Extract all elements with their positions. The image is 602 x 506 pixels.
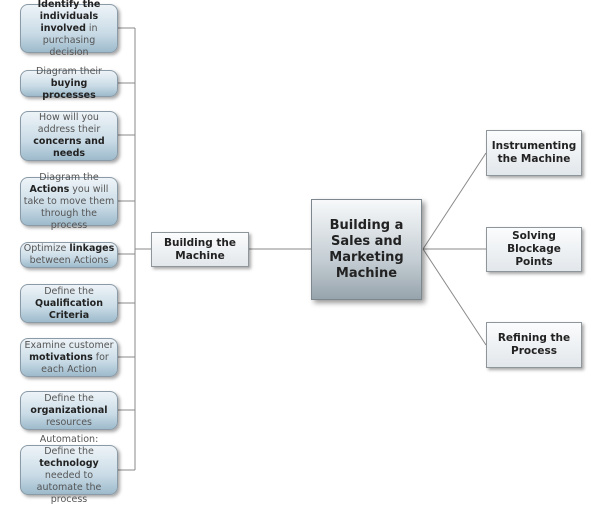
node-label: Instrumenting the Machine (491, 140, 577, 165)
leaf-text-normal: between Actions (29, 255, 109, 266)
leaf-text: Automation: Define the technology needed… (23, 434, 115, 506)
leaf-text-normal: Diagram their (36, 65, 102, 77)
leaf-node[interactable]: Diagram the Actions you will take to mov… (20, 172, 118, 231)
leaf-text-normal: Optimize (23, 243, 70, 254)
leaf-text-bold: Actions (29, 183, 70, 195)
leaf-text: Diagram their buying processes (23, 66, 115, 102)
leaf-text-normal: Examine customer (24, 339, 114, 351)
leaf-node[interactable]: How will you address their concerns and … (20, 111, 118, 161)
node-label: Refining the Process (497, 332, 571, 357)
leaf-text-bold: Qualification Criteria (35, 297, 103, 321)
leaf-text-bold: buying processes (42, 77, 96, 101)
right-connector (422, 152, 487, 250)
leaf-text-bold: motivations (29, 351, 93, 363)
node-label: Solving Blockage Points (507, 230, 561, 268)
node-solving-blockage[interactable]: Solving Blockage Points (486, 227, 582, 272)
node-instrumenting[interactable]: Instrumenting the Machine (486, 130, 582, 176)
leaf-node[interactable]: Automation: Define the technology needed… (20, 434, 118, 505)
leaf-text-normal: Automation: Define the (39, 434, 99, 457)
leaf-node[interactable]: Diagram their buying processes (20, 66, 118, 101)
leaf-text: Define the Qualification Criteria (23, 286, 115, 322)
node-label: Building the Machine (163, 236, 237, 262)
central-node[interactable]: Building a Sales and Marketing Machine (311, 199, 422, 300)
leaf-text-normal: resources (45, 416, 93, 428)
leaf-text: How will you address their concerns and … (23, 112, 115, 160)
leaf-text-bold: Identify the individuals involved (37, 0, 101, 34)
leaf-text-normal: you will take to move them through the p… (23, 183, 115, 231)
leaf-text-normal: Define the (44, 285, 94, 297)
leaf-text: Optimize linkages between Actions (23, 243, 115, 267)
right-connector (422, 248, 487, 346)
leaf-text-normal: in purchasing decision (42, 22, 98, 58)
leaf-text: Define the organizational resources (23, 393, 115, 429)
leaf-text-normal: Diagram the (39, 171, 99, 183)
leaf-text-normal: for each Action (41, 351, 109, 375)
leaf-text-normal: Define the (44, 392, 94, 404)
node-refining-process[interactable]: Refining the Process (486, 322, 582, 368)
leaf-node[interactable]: Identify the individuals involved in pur… (20, 0, 118, 58)
central-label: Building a Sales and Marketing Machine (329, 217, 404, 281)
leaf-text-normal: How will you address their (37, 112, 101, 135)
leaf-text-bold: organizational (30, 404, 108, 416)
leaf-text-bold: concerns and needs (33, 136, 105, 159)
leaf-text-bold: technology (39, 458, 99, 469)
leaf-text: Diagram the Actions you will take to mov… (23, 172, 115, 232)
leaf-node[interactable]: Optimize linkages between Actions (20, 242, 118, 268)
leaf-node[interactable]: Define the Qualification Criteria (20, 284, 118, 323)
leaf-node[interactable]: Examine customer motivations for each Ac… (20, 338, 118, 377)
node-building-the-machine[interactable]: Building the Machine (151, 232, 249, 267)
leaf-text: Identify the individuals involved in pur… (23, 0, 115, 59)
leaf-text-bold: linkages (69, 243, 115, 254)
leaf-text: Examine customer motivations for each Ac… (23, 340, 115, 376)
leaf-text-normal: needed to automate the process (36, 470, 102, 505)
leaf-node[interactable]: Define the organizational resources (20, 391, 118, 430)
